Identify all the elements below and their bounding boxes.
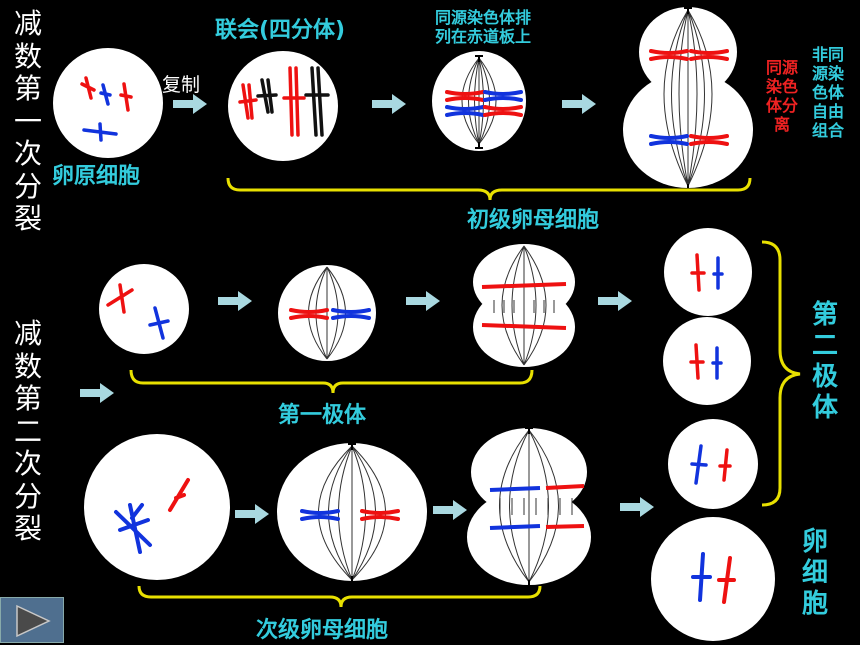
polar-body-metaphase-cell <box>278 265 376 361</box>
brace-first-polar-body <box>129 369 534 394</box>
secondary-metaphase-cell <box>277 443 427 583</box>
replicate-label: 复制 <box>162 74 201 96</box>
arrow-icon <box>173 94 207 114</box>
synapsis-label: 联会(四分体) <box>215 18 346 43</box>
second-polar-body-cell <box>668 419 758 509</box>
second-polar-body-cell <box>663 317 751 405</box>
play-icon <box>16 604 51 638</box>
secondary-oocyte-label: 次级卵母细胞 <box>256 618 389 643</box>
brace-second-polar-body <box>761 240 801 507</box>
anaphase-one-cell <box>623 7 753 191</box>
brace-primary-oocyte <box>226 177 752 201</box>
egg-cell-label: 卵细胞 <box>801 527 828 619</box>
first-polar-body-cell <box>99 264 189 354</box>
arrow-icon <box>598 291 632 311</box>
play-button[interactable] <box>0 597 64 643</box>
arrow-icon <box>620 497 654 517</box>
egg-cell <box>651 517 775 641</box>
secondary-anaphase-cell <box>467 427 591 587</box>
arrow-icon <box>433 500 467 520</box>
arrow-icon <box>218 291 252 311</box>
oogonium-label: 卵原细胞 <box>52 164 141 189</box>
stage-one-title: 减数第一次分裂 <box>13 7 42 235</box>
arrow-icon <box>372 94 406 114</box>
metaphase-one-cell <box>432 51 526 151</box>
equator-label: 同源染色体排列在赤道板上 <box>434 8 531 46</box>
homologs-separate-label: 同源染色体分离 <box>765 58 798 134</box>
nonhomologs-combine-label: 非同源染色体自由组合 <box>811 45 844 140</box>
second-polar-body-cell <box>664 228 752 316</box>
brace-secondary-oocyte <box>137 585 542 608</box>
arrow-icon <box>406 291 440 311</box>
second-polar-body-label: 第二极体 <box>811 300 838 423</box>
oogonium-cell <box>53 48 163 158</box>
synapsis-cell <box>228 51 338 161</box>
primary-oocyte-label: 初级卵母细胞 <box>467 208 600 233</box>
stage-two-title: 减数第二次分裂 <box>13 317 42 545</box>
first-polar-body-label: 第一极体 <box>278 403 367 428</box>
arrow-icon <box>80 383 114 403</box>
secondary-oocyte-cell <box>84 434 230 580</box>
polar-body-anaphase-cell <box>473 244 575 367</box>
arrow-icon <box>562 94 596 114</box>
arrow-icon <box>235 504 269 524</box>
